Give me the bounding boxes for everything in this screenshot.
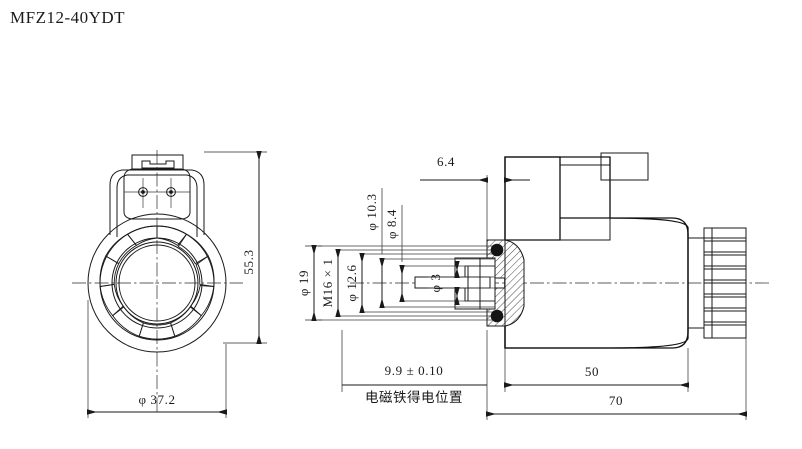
dim-label-m16: M16 × 1 <box>320 258 335 307</box>
dim-label-phi-10-3: φ 10.3 <box>364 193 379 230</box>
dimension-phi-10-3: φ 10.3 <box>364 188 385 308</box>
coil-connector-base <box>504 156 561 241</box>
coil-barrel <box>504 217 689 349</box>
dimension-phi-19: φ 19 <box>296 245 322 321</box>
connector-pin-a <box>138 187 148 197</box>
dim-label-phi-37-2: φ 37.2 <box>138 392 175 407</box>
dim-label-6-4: 6.4 <box>437 154 455 169</box>
dim-label-phi-19: φ 19 <box>296 270 311 296</box>
dimension-phi-37-2: φ 37.2 <box>87 300 227 418</box>
dim-label-55-3: 55.3 <box>241 249 256 274</box>
dimension-70: 70 <box>486 338 747 420</box>
coil-connector-cap <box>600 152 649 181</box>
coil-bore-ring-circle <box>115 241 199 325</box>
dim-label-phi-8-4: φ 8.4 <box>384 209 399 239</box>
dimension-phi-3: φ 3 <box>428 261 460 305</box>
push-pin <box>414 276 491 289</box>
o-ring-lower <box>490 309 504 323</box>
dimension-phi-8-4: φ 8.4 <box>384 205 405 302</box>
dim-label-9-9: 9.9 ± 0.10 <box>385 363 444 378</box>
front-end-view: 55.3 φ 37.2 <box>72 150 267 418</box>
dimension-phi-12-6: φ 12.6 <box>344 253 365 313</box>
page-title: MFZ12-40YDT <box>10 8 126 27</box>
dimension-9-9: 9.9 ± 0.10 电磁铁得电位置 <box>341 330 488 406</box>
nut-knurl-ribs <box>704 237 746 326</box>
dim-label-phi-12-6: φ 12.6 <box>344 264 359 301</box>
coil-outer-circle <box>87 213 227 353</box>
connector-face-plate <box>123 168 191 220</box>
connector-latch-detail <box>141 160 175 169</box>
connector-pin-b <box>166 187 176 197</box>
dimension-55-3: 55.3 <box>204 151 267 344</box>
dimension-50: 50 <box>504 348 689 392</box>
knurl-pattern <box>99 225 215 340</box>
connector-outer-shell-inner <box>116 174 198 237</box>
coil-bore-circle <box>118 244 196 322</box>
dim-label-phi-3: φ 3 <box>428 273 443 292</box>
coil-body-outline <box>504 156 689 349</box>
connector-pin-b-core <box>169 190 173 194</box>
dimension-6-4: 6.4 <box>420 154 530 240</box>
connector-pin-a-core <box>141 190 145 194</box>
side-section-view: φ 19 M16 × 1 φ 12.6 φ 10.3 <box>296 152 770 420</box>
dim-note-energized-position: 电磁铁得电位置 <box>365 389 463 406</box>
coil-connector-mid <box>559 164 611 241</box>
o-ring-upper <box>490 243 504 257</box>
dimension-m16: M16 × 1 <box>320 249 341 317</box>
connector-outer-shell <box>109 169 205 235</box>
knurled-nut <box>687 227 747 339</box>
connector-top-tab <box>131 154 184 170</box>
dim-label-50: 50 <box>585 364 599 379</box>
dim-label-70: 70 <box>609 393 623 408</box>
seal-nut-hatched <box>504 239 525 327</box>
bore-lines-group <box>318 245 495 321</box>
